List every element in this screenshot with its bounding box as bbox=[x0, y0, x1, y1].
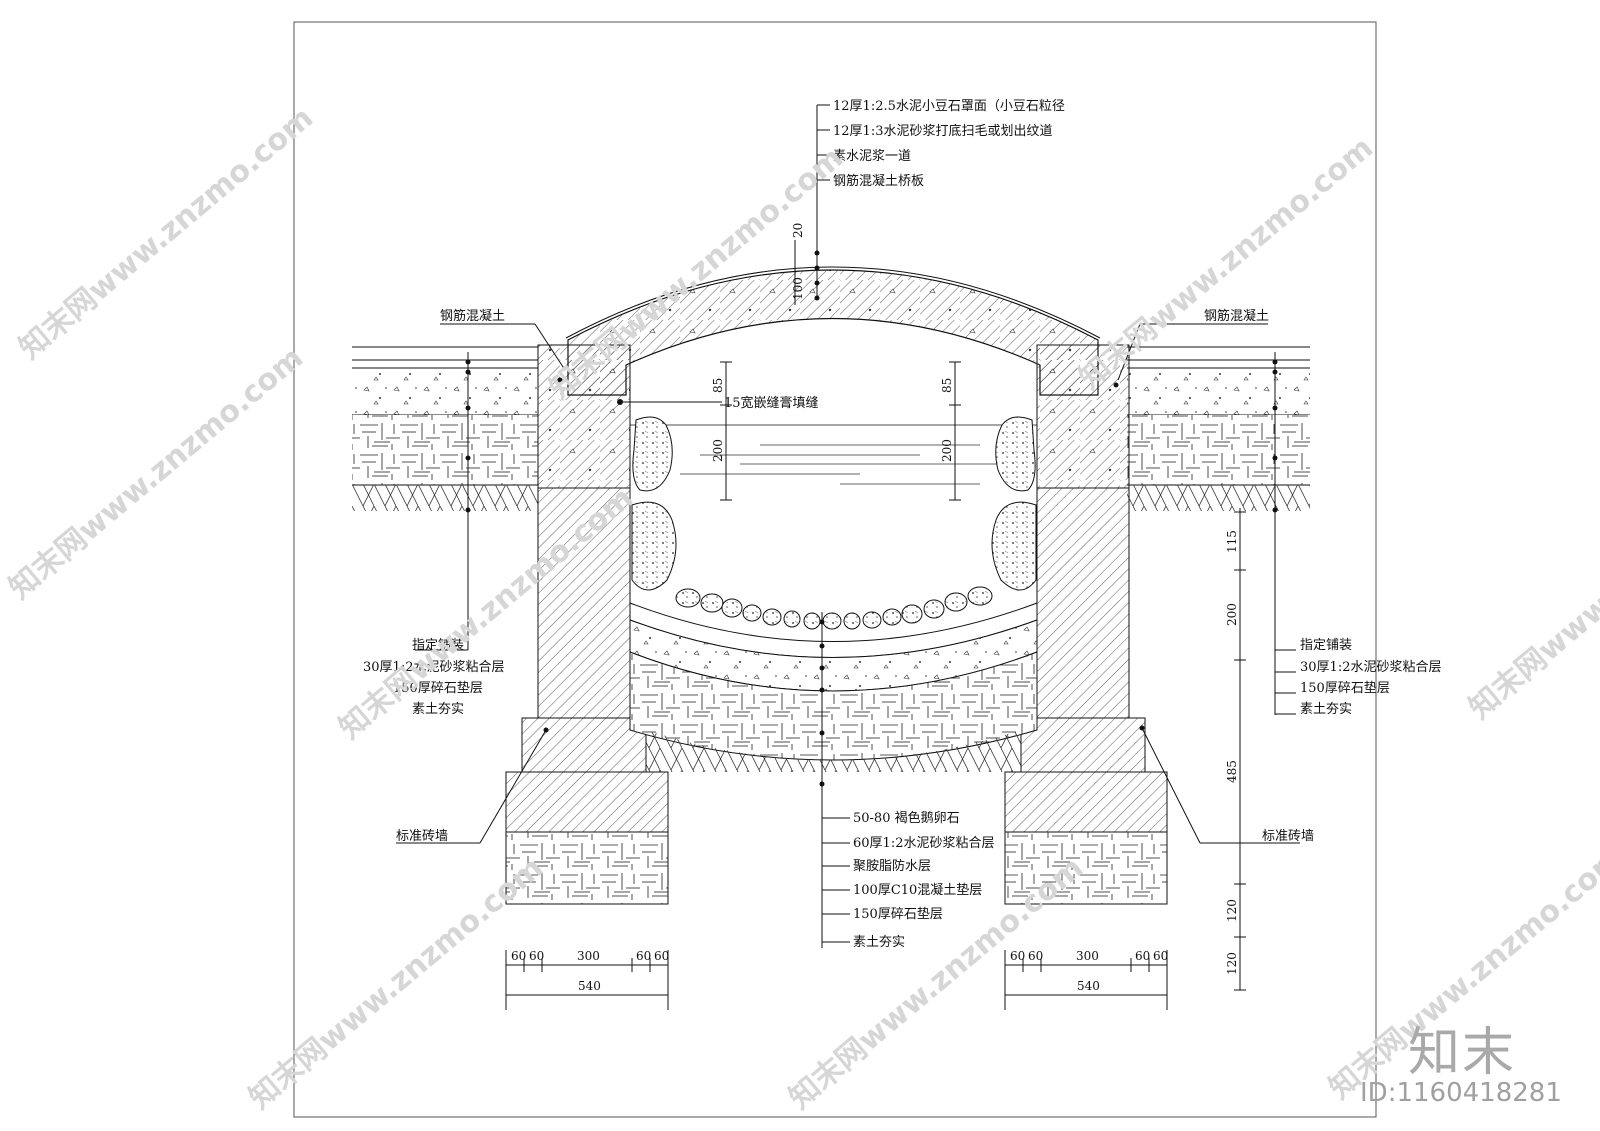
dim-water-gap-right: 85 bbox=[940, 378, 954, 393]
foot-left-4: 60 bbox=[636, 949, 651, 963]
watermark-4: 知末网www.znzmo.com bbox=[3, 340, 310, 606]
foot-right-2: 60 bbox=[1028, 949, 1043, 963]
right-paving-layers bbox=[1127, 346, 1310, 511]
foot-left-3: 300 bbox=[577, 949, 600, 963]
water-dims bbox=[720, 361, 961, 501]
left-paving-layers bbox=[352, 346, 538, 511]
dim-water-depth-left: 200 bbox=[711, 439, 725, 462]
foot-right-4: 60 bbox=[1135, 949, 1150, 963]
arch-bridge-slab bbox=[565, 266, 1101, 396]
top-label-4: 钢筋混凝土桥板 bbox=[833, 173, 924, 189]
pave-right-3: 150厚碎石垫层 bbox=[1300, 680, 1390, 696]
footing-dims-left bbox=[505, 950, 669, 1010]
bottom-label-1: 50-80 褐色鹅卵石 bbox=[853, 810, 960, 826]
pave-left-2: 30厚1:2水泥砂浆粘合层 bbox=[363, 660, 504, 675]
pave-left-1: 指定铺装 bbox=[412, 638, 464, 653]
side-rocks bbox=[631, 416, 1037, 591]
rc-callouts: 钢筋混凝土 钢筋混凝土 bbox=[440, 308, 1269, 388]
pave-left-3: 150厚碎石垫层 bbox=[393, 680, 483, 696]
watermark-3: 知末网www.znzmo.com bbox=[1073, 130, 1380, 396]
brand-logo: 知末 bbox=[1408, 1023, 1517, 1083]
pave-right-1: 指定铺装 bbox=[1300, 638, 1352, 653]
foot-right-5: 60 bbox=[1153, 949, 1168, 963]
pave-callout-left: 指定铺装 30厚1:2水泥砂浆粘合层 150厚碎石垫层 素土夯实 bbox=[363, 352, 504, 717]
foot-left-total: 540 bbox=[578, 979, 601, 993]
dim-slab-top: 20 bbox=[791, 223, 805, 238]
bottom-label-4: 100厚C10混凝土垫层 bbox=[853, 882, 982, 898]
watermark-layer: 知末网www.znzmo.com 知末网www.znzmo.com 知末网www… bbox=[3, 100, 1600, 1116]
watermark-6: 知末网www.znzmo.com bbox=[1463, 460, 1600, 726]
dim-right-4: 120 bbox=[1225, 899, 1239, 922]
brick-label-right: 标准砖墙 bbox=[1262, 829, 1314, 844]
joint-callout: 15宽嵌缝膏填缝 bbox=[617, 395, 819, 411]
pave-left-4: 素土夯实 bbox=[412, 702, 464, 717]
watermark-1: 知末网www.znzmo.com bbox=[13, 100, 320, 366]
brick-callouts: 标准砖墙 标准砖墙 bbox=[396, 725, 1314, 844]
dim-right-2: 200 bbox=[1225, 603, 1239, 626]
bottom-label-6: 素土夯实 bbox=[853, 935, 905, 950]
pave-right-4: 素土夯实 bbox=[1300, 702, 1352, 717]
top-label-2: 12厚1:3水泥砂浆打底扫毛或划出纹道 bbox=[833, 123, 1052, 139]
dim-slab-thick: 100 bbox=[791, 277, 805, 300]
dim-right-1: 115 bbox=[1225, 530, 1239, 553]
pebbles bbox=[675, 586, 993, 630]
foot-left-5: 60 bbox=[654, 949, 669, 963]
pond-bottom-layers bbox=[629, 602, 1038, 772]
dim-right-5: 120 bbox=[1225, 952, 1239, 975]
bottom-label-2: 60厚1:2水泥砂浆粘合层 bbox=[853, 836, 994, 851]
footing-dims-right bbox=[1004, 950, 1168, 1010]
top-label-1: 12厚1:2.5水泥小豆石罩面（小豆石粒径 bbox=[833, 99, 1065, 114]
bottom-label-3: 聚胺脂防水层 bbox=[853, 858, 931, 874]
foot-right-total: 540 bbox=[1077, 979, 1100, 993]
pave-right-2: 30厚1:2水泥砂浆粘合层 bbox=[1300, 660, 1441, 675]
dim-right-3: 485 bbox=[1225, 760, 1239, 783]
rc-label-left: 钢筋混凝土 bbox=[440, 308, 505, 324]
top-callout: 12厚1:2.5水泥小豆石罩面（小豆石粒径 12厚1:3水泥砂浆打底扫毛或划出纹… bbox=[814, 99, 1065, 301]
bottom-callout: 50-80 褐色鹅卵石 60厚1:2水泥砂浆粘合层 聚胺脂防水层 100厚C10… bbox=[819, 612, 994, 950]
right-wall bbox=[1004, 344, 1168, 905]
foot-right-1: 60 bbox=[1010, 949, 1025, 963]
brand-id: ID:1160418281 bbox=[1360, 1078, 1562, 1108]
dim-water-depth-right: 200 bbox=[940, 439, 954, 462]
foot-left-2: 60 bbox=[529, 949, 544, 963]
foot-left-1: 60 bbox=[511, 949, 526, 963]
water-lines bbox=[630, 424, 1037, 485]
top-label-3: 素水泥浆一道 bbox=[833, 149, 911, 164]
brick-label-left: 标准砖墙 bbox=[396, 829, 448, 844]
watermark-7: 知末网www.znzmo.com bbox=[243, 850, 550, 1116]
slab-dims: 20 100 bbox=[791, 223, 805, 305]
rc-label-right: 钢筋混凝土 bbox=[1204, 308, 1269, 324]
bottom-label-5: 150厚碎石垫层 bbox=[853, 906, 943, 922]
foot-right-3: 300 bbox=[1076, 949, 1099, 963]
right-dim-column bbox=[1234, 508, 1246, 991]
joint-label: 15宽嵌缝膏填缝 bbox=[724, 395, 819, 411]
pave-callout-right: 指定铺装 30厚1:2水泥砂浆粘合层 150厚碎石垫层 素土夯实 bbox=[1272, 352, 1441, 717]
dim-water-gap-left: 85 bbox=[711, 378, 725, 393]
